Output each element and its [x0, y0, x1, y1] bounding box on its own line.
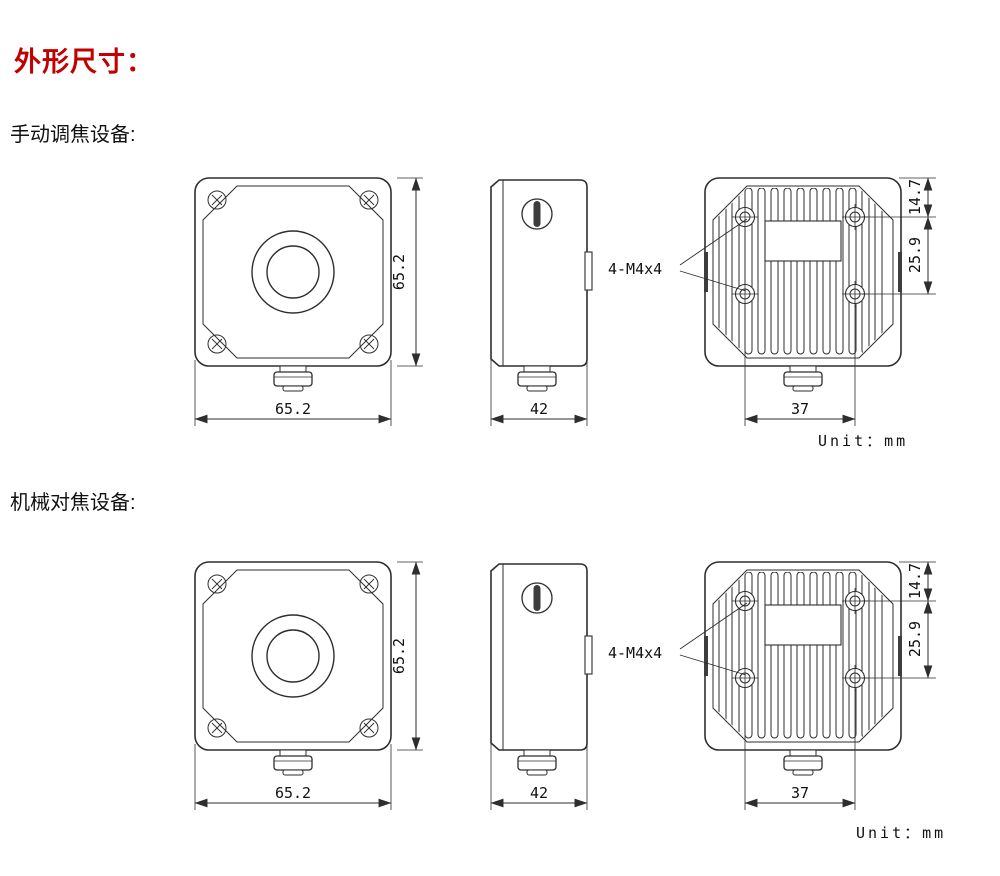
dim-label: 65.2 — [275, 400, 311, 418]
dim-back-top-offset: 14.7 — [862, 177, 936, 218]
dim-label: 42 — [530, 784, 548, 802]
screw-spec-callout: 4-M4x4 — [608, 602, 748, 676]
dim-front-height: 65.2 — [390, 561, 423, 751]
dim-label: 14.7 — [906, 179, 924, 215]
dim-label: 37 — [791, 784, 809, 802]
drawing-row-mechanical-focus: 65.2 65.2 42 4-M4x4 14.7 — [0, 548, 946, 842]
dim-back-screw-hspacing: 37 — [744, 306, 856, 426]
dim-label: 65.2 — [275, 784, 311, 802]
section-label-mechanical-focus: 机械对焦设备: — [10, 492, 136, 514]
section-label-manual-focus: 手动调焦设备: — [10, 124, 136, 146]
screw-spec-label: 4-M4x4 — [608, 644, 662, 662]
dim-side-width: 42 — [490, 360, 588, 426]
screw-spec-label: 4-M4x4 — [608, 260, 662, 278]
drawing-row-manual-focus: 65.2 65.2 42 4-M4x4 14.7 — [0, 164, 936, 450]
front-view — [195, 178, 391, 391]
dim-label: 25.9 — [906, 237, 924, 273]
dim-side-width: 42 — [490, 744, 588, 810]
screw-spec-callout: 4-M4x4 — [608, 218, 748, 292]
dim-label: 14.7 — [906, 563, 924, 599]
dim-front-height: 65.2 — [390, 177, 423, 367]
front-view — [195, 562, 391, 775]
side-view — [491, 564, 592, 775]
side-view — [491, 180, 592, 391]
dim-back-screw-vspacing: 25.9 — [862, 216, 936, 295]
dim-label: 37 — [791, 400, 809, 418]
dim-label: 42 — [530, 400, 548, 418]
back-view — [704, 562, 902, 775]
back-view — [704, 178, 902, 391]
unit-label: Unit：mm — [856, 824, 946, 842]
dim-label: 65.2 — [390, 638, 408, 674]
unit-label: Unit：mm — [818, 432, 908, 450]
dim-back-screw-vspacing: 25.9 — [862, 600, 936, 679]
page-title: 外形尺寸： — [14, 47, 154, 77]
dim-label: 25.9 — [906, 621, 924, 657]
dim-front-width: 65.2 — [194, 360, 392, 426]
dim-front-width: 65.2 — [194, 744, 392, 810]
dim-back-screw-hspacing: 37 — [744, 690, 856, 810]
dim-label: 65.2 — [390, 254, 408, 290]
